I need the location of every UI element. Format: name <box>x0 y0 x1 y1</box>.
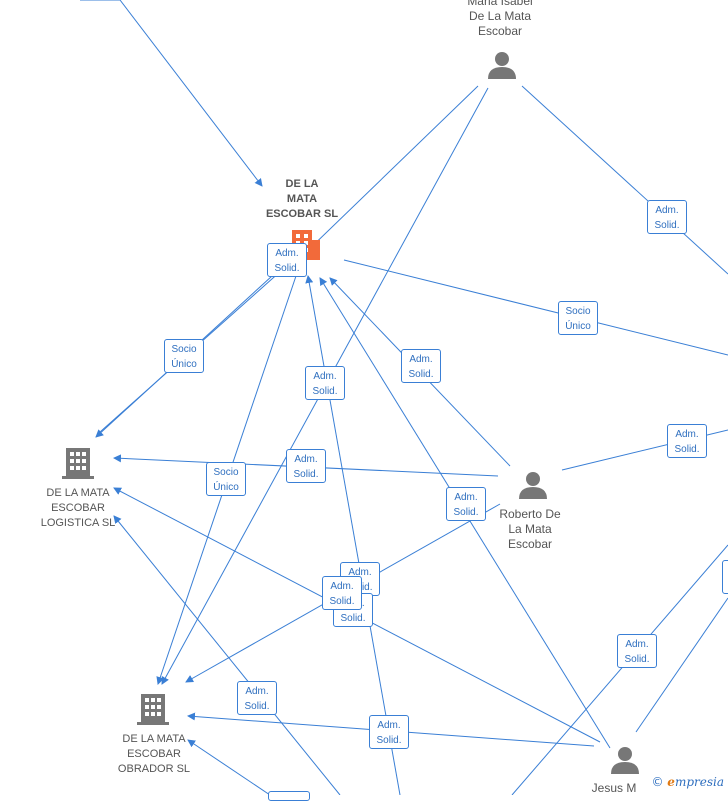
edge-label-adm-solid[interactable]: Adm. Solid. <box>267 243 307 277</box>
edge-main-right <box>343 259 728 356</box>
building-icon[interactable] <box>137 692 169 731</box>
edge-bottom-to-obrador <box>187 739 271 795</box>
edge-label-partial[interactable] <box>722 560 728 594</box>
edge-label-adm-solid[interactable]: Adm. Solid. <box>369 715 409 749</box>
edge-label-adm-solid[interactable]: Adm. Solid. <box>305 366 345 400</box>
edge-label-partial[interactable] <box>268 791 310 801</box>
building-icon[interactable] <box>62 446 94 485</box>
edge-label-adm-solid[interactable]: Adm. Solid. <box>322 576 362 610</box>
edge-label-adm-solid[interactable]: Adm. Solid. <box>647 200 687 234</box>
edge-bottom-to-logistica <box>113 515 341 795</box>
edge-top-to-main <box>119 0 263 187</box>
edge-label-adm-solid[interactable]: Adm. Solid. <box>667 424 707 458</box>
person-icon[interactable] <box>518 470 548 505</box>
empresia-logo: © empresia <box>651 775 724 789</box>
edge-label-adm-solid[interactable]: Adm. Solid. <box>446 487 486 521</box>
maria-label[interactable]: Maria Isabel De La Mata Escobar <box>467 0 533 38</box>
edge-jesus-right-2 <box>635 597 728 733</box>
obrador-label[interactable]: DE LA MATA ESCOBAR OBRADOR SL <box>117 733 191 775</box>
edge-maria-to-main <box>299 85 479 259</box>
edge-label-adm-solid[interactable]: Adm. Solid. <box>286 449 326 483</box>
edge-maria-right <box>521 85 728 275</box>
jesus-label[interactable]: Jesus M <box>591 781 637 795</box>
main-company-label[interactable]: DE LA MATA ESCOBAR SL <box>265 178 339 220</box>
edge-label-adm-solid[interactable]: Adm. Solid. <box>401 349 441 383</box>
edge-jesus-right-1 <box>511 544 728 795</box>
edge-bottom-to-main <box>305 275 401 795</box>
roberto-label[interactable]: Roberto De La Mata Escobar <box>499 507 561 551</box>
edge-label-socio-unico[interactable]: Socio Único <box>558 301 598 335</box>
edge-label-adm-solid[interactable]: Adm. Solid. <box>617 634 657 668</box>
person-icon[interactable] <box>610 745 640 780</box>
person-icon[interactable] <box>487 50 517 85</box>
logistica-label[interactable]: DE LA MATA ESCOBAR LOGISTICA SL <box>40 487 116 529</box>
edge-label-socio-unico[interactable]: Socio Único <box>164 339 204 373</box>
edge-label-socio-unico[interactable]: Socio Único <box>206 462 246 496</box>
edge-label-adm-solid[interactable]: Adm. Solid. <box>237 681 277 715</box>
